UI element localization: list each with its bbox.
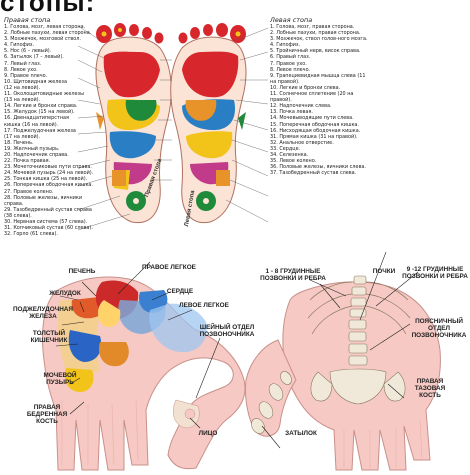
left-foot-title: Левая стопа <box>270 16 370 24</box>
label-cervical-spine: ШЕЙНЫЙ ОТДЕЛ ПОЗВОНОЧНИКА <box>192 324 262 338</box>
right-foot-items: 1. Голова, мозг, левая сторона.2. Лобные… <box>4 24 100 237</box>
left-foot-item: 16. Нисходящая ободочная кишка. <box>270 128 370 134</box>
label-thoracic-1-8: 1 - 8 ГРУДИННЫЕ ПОЗВОНКИ И РЕБРА <box>250 268 336 282</box>
label-kidneys: ПОЧКИ <box>364 268 404 275</box>
left-foot-item: 11. Солнечное сплетение (20 на правой). <box>270 91 370 103</box>
left-foot-item: 31. Прямая кишка (31 на правой). <box>270 134 370 140</box>
label-stomach: ЖЕЛУДОК <box>40 290 90 297</box>
label-face: ЛИЦО <box>190 430 226 437</box>
right-foot-item: 28. Половые железы, яичники справа. <box>4 195 100 207</box>
foot-left <box>171 23 246 223</box>
left-foot-list: Левая стопа 1. Голова, мозг, правая стор… <box>270 16 370 176</box>
label-heart: СЕРДЦЕ <box>160 288 200 295</box>
label-right-pelvis: ПРАВАЯ ТАЗОВАЯ КОСТЬ <box>404 378 456 400</box>
left-foot-items: 1. Голова, мозг, правая сторона.2. Лобны… <box>270 24 370 176</box>
label-occiput: ЗАТЫЛОК <box>276 430 326 437</box>
label-left-lung: ЛЕВОЕ ЛЕГКОЕ <box>174 302 234 309</box>
label-right-hip: ПРАВАЯ БЕДРЕННАЯ КОСТЬ <box>18 404 76 426</box>
label-thoracic-9-12: 9 -12 ГРУДИННЫЕ ПОЗВОНКИ И РЕБРА <box>400 266 470 280</box>
right-foot-item: 29. Тазобедренный сустав справа (38 слев… <box>4 207 100 219</box>
right-foot-list: Правая стопа 1. Голова, мозг, левая стор… <box>4 16 100 237</box>
label-right-lung: ПРАВОЕ ЛЕГКОЕ <box>134 264 204 271</box>
foot-right <box>96 23 171 223</box>
right-foot-item: 26. Поперечная ободочная кишка. <box>4 182 100 188</box>
left-foot-item: 9. Трапециевидная мышца слева (11 на пра… <box>270 73 370 85</box>
label-bladder: МОЧЕВОЙ ПУЗЫРЬ <box>36 372 84 386</box>
right-foot-item: 32. Горло (61 слева). <box>4 231 100 237</box>
label-pancreas: ПОДЖЕЛУДОЧНАЯ ЖЕЛЕЗА <box>8 306 78 320</box>
hand-right <box>245 276 440 470</box>
left-foot-item: 15. Поперечная ободочная кишка. <box>270 122 370 128</box>
label-lumbar-spine: ПОЯСНИЧНЫЙ ОТДЕЛ ПОЗВОНОЧНИКА <box>408 318 470 340</box>
right-foot-title: Правая стопа <box>4 16 100 24</box>
label-liver: ПЕЧЕНЬ <box>58 268 106 275</box>
label-large-intestine: ТОЛСТЫЙ КИШЕЧНИК <box>20 330 78 344</box>
left-foot-item: 37. Тазобедренный сустав слева. <box>270 170 370 176</box>
